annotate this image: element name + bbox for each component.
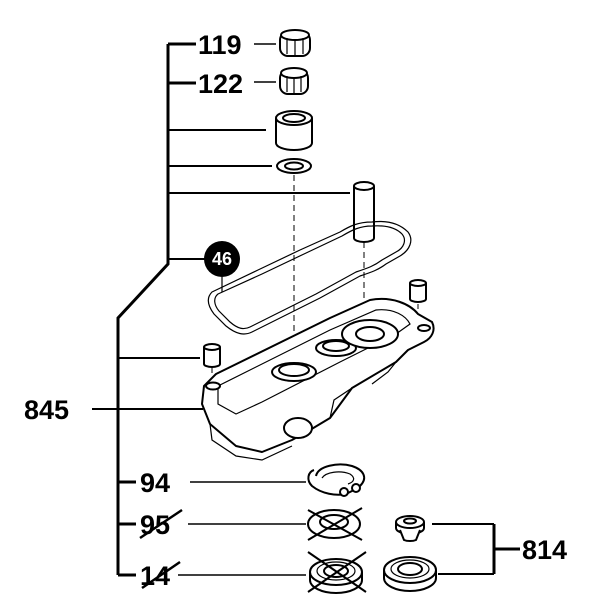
- callout-814: 814: [522, 535, 567, 565]
- callout-95-crossed: 95: [139, 508, 183, 540]
- bearing-14-crossed: [307, 551, 367, 594]
- bushing-part: [275, 110, 313, 151]
- callout-845: 845: [24, 395, 69, 425]
- washer-part: [276, 158, 312, 174]
- callout-94: 94: [140, 468, 170, 498]
- seal-814-part: [395, 515, 425, 543]
- callout-14-crossed: 14: [140, 560, 181, 591]
- callout-46: 46: [212, 249, 232, 269]
- callout-119: 119: [198, 30, 242, 60]
- circlip-94: [307, 463, 366, 497]
- dowel-pin-right: [409, 279, 427, 303]
- dowel-pin-left: [203, 343, 221, 368]
- needle-bearing-122: [279, 67, 309, 95]
- bracket-814: [432, 523, 520, 575]
- bearing-814-part: [383, 556, 437, 592]
- needle-bearing-119: [279, 29, 311, 57]
- gear-housing-845: [201, 298, 435, 461]
- callout-46-badge: 46: [204, 241, 240, 277]
- seal-95-crossed: [307, 507, 363, 541]
- pin-part: [353, 181, 375, 243]
- leader-tree: [92, 42, 350, 577]
- gasket-46: [207, 220, 412, 335]
- callout-122: 122: [198, 69, 243, 99]
